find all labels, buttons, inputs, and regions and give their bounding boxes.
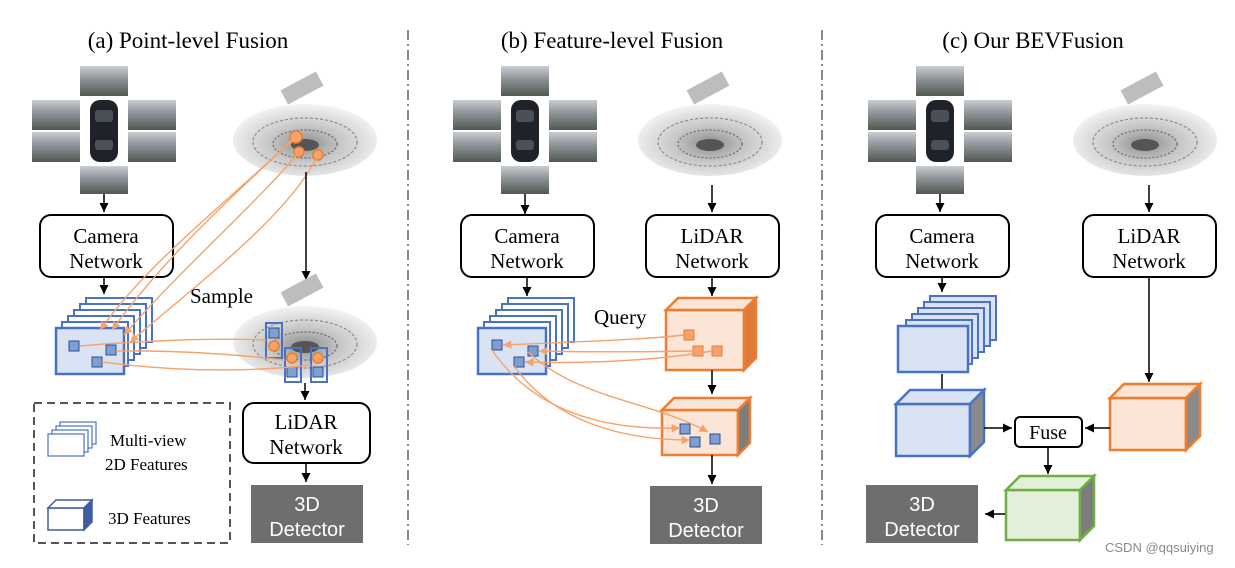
legend-multiview: Multi-view	[110, 431, 187, 450]
watermark: CSDN @qqsuiying	[1105, 540, 1214, 555]
detector-box-b	[650, 486, 762, 544]
multiview-features-a	[54, 297, 153, 376]
svg-text:LiDAR: LiDAR	[681, 224, 744, 248]
camera-bev-cube-c	[892, 386, 988, 460]
lidar-scan-b	[637, 103, 783, 177]
query-label: Query	[594, 305, 647, 329]
detector-box-c	[866, 485, 978, 543]
lidar-scan-a-top	[232, 103, 378, 177]
svg-text:Network: Network	[490, 249, 564, 273]
panel-b-title: (b) Feature-level Fusion	[501, 28, 724, 53]
svg-text:Camera: Camera	[909, 224, 975, 248]
svg-text:Camera: Camera	[73, 224, 139, 248]
legend: Multi-view 2D Features 3D Features	[33, 402, 231, 544]
svg-text:3D: 3D	[294, 494, 320, 516]
panel-a-title: (a) Point-level Fusion	[88, 28, 289, 53]
panel-c-title: (c) Our BEVFusion	[942, 28, 1124, 53]
camera-images-c	[868, 66, 1012, 194]
svg-text:Detector: Detector	[269, 519, 345, 541]
svg-text:Network: Network	[1112, 249, 1186, 273]
svg-text:Detector: Detector	[884, 519, 960, 541]
legend-3d-features: 3D Features	[108, 509, 191, 528]
lidar-bev-cube-c	[1106, 380, 1204, 454]
svg-text:3D: 3D	[693, 495, 719, 517]
svg-text:LiDAR: LiDAR	[275, 410, 338, 434]
sample-label: Sample	[190, 284, 253, 308]
svg-text:Network: Network	[269, 435, 343, 459]
detector-box-a	[251, 485, 363, 543]
svg-text:Network: Network	[69, 249, 143, 273]
panel-bevfusion: (c) Our BEVFusion Camera Network LiDAR N…	[866, 28, 1218, 555]
panel-feature-level: (b) Feature-level Fusion Camera Network …	[453, 28, 783, 544]
lidar-scan-c	[1072, 103, 1218, 177]
svg-text:Network: Network	[675, 249, 749, 273]
svg-text:Camera: Camera	[494, 224, 560, 248]
panel-point-level: (a) Point-level Fusion Camera Network	[32, 28, 378, 544]
camera-images-b	[453, 66, 597, 194]
fused-bev-cube-c	[1002, 472, 1098, 544]
fused-feature-cube-b	[658, 394, 754, 459]
svg-text:Fuse: Fuse	[1029, 422, 1067, 444]
svg-text:3D: 3D	[909, 494, 935, 516]
camera-images-a	[32, 66, 176, 194]
camera-network-box-a	[39, 214, 174, 278]
svg-text:Detector: Detector	[668, 520, 744, 542]
legend-2d-features: 2D Features	[105, 455, 188, 474]
multiview-features-c	[896, 295, 997, 374]
multiview-features-b	[476, 297, 575, 376]
svg-text:LiDAR: LiDAR	[1118, 224, 1181, 248]
lidar-feature-cube-b	[662, 294, 760, 374]
svg-text:Network: Network	[905, 249, 979, 273]
lidar-scan-a-bottom	[232, 305, 378, 379]
